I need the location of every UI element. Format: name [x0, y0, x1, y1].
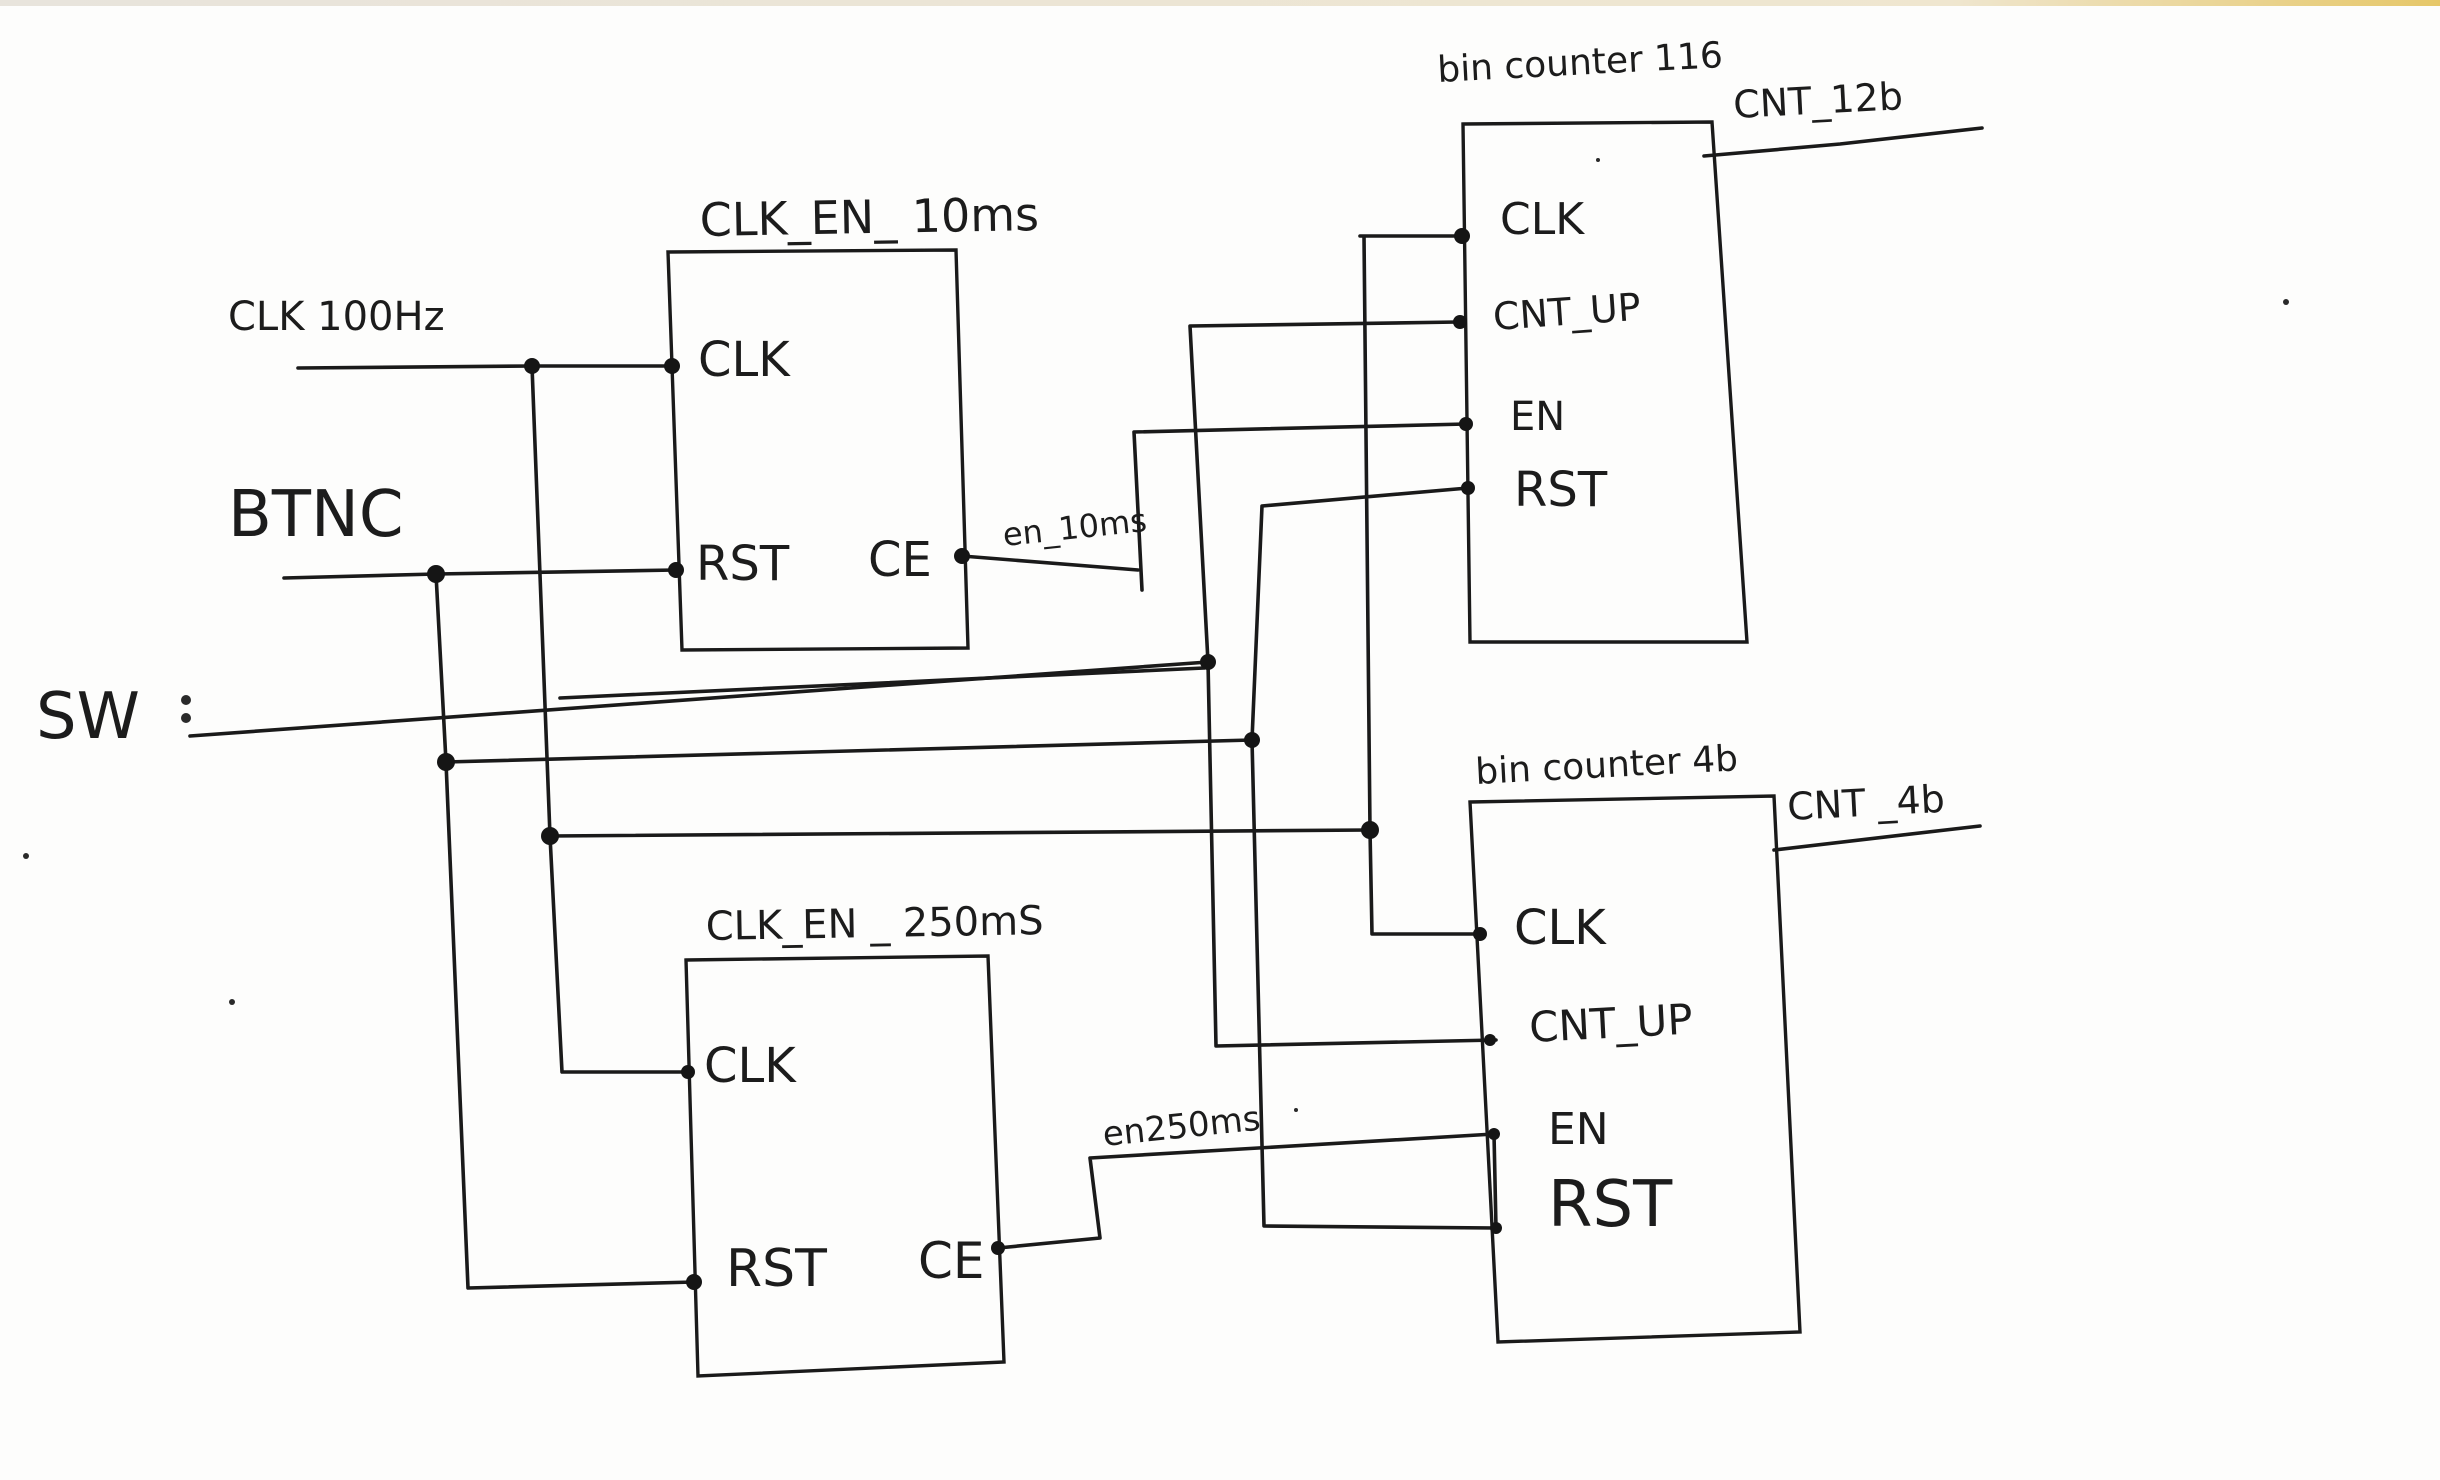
wire-clk-counter-bus: [1358, 234, 1482, 936]
junction-clk-split: [524, 358, 540, 374]
label-250ms-port-rst: RST: [726, 1239, 827, 1299]
wire-en-250ms: [996, 1132, 1496, 1250]
wire-btnc-input: [282, 568, 678, 580]
label-12b-port-cnt-up: CNT_UP: [1492, 285, 1643, 339]
block-bin-counter-4b-outline: [1468, 794, 1802, 1344]
pen-specks: [23, 158, 2289, 1112]
port-dot-250ms-clk: [681, 1065, 695, 1079]
junction-rst-bus: [1244, 732, 1260, 748]
label-250ms-port-clk: CLK: [704, 1038, 797, 1094]
junctions: [427, 228, 1502, 1290]
label-sw-input: SW: [36, 680, 140, 754]
wire-clk-input: [296, 364, 674, 370]
wire-cnt-4b-output: [1772, 824, 1982, 852]
label-12b-port-rst: RST: [1514, 462, 1608, 518]
block-bin-counter-4b: [1468, 794, 1802, 1344]
junction-btnc-split: [427, 565, 445, 583]
label-10ms-port-ce: CE: [868, 532, 932, 588]
label-btnc-input: BTNC: [228, 478, 404, 552]
label-4b-port-cnt-up: CNT_UP: [1528, 994, 1694, 1051]
label-12b-port-clk: CLK: [1500, 194, 1585, 245]
wire-rst-trunk-vertical: [434, 572, 696, 1290]
wire-rst-to-counters: [444, 738, 1254, 764]
junction-clk-bus: [1361, 821, 1379, 839]
port-dot-4b-clk: [1473, 927, 1487, 941]
junction-clk: [541, 827, 559, 845]
label-10ms-port-rst: RST: [696, 536, 790, 592]
label-signal-en-250ms: en250ms: [1101, 1099, 1263, 1155]
wire-en-10ms: [960, 422, 1468, 592]
junction-sw: [1200, 654, 1216, 670]
port-dot-10ms-clk: [664, 358, 680, 374]
label-4b-port-rst: RST: [1548, 1168, 1673, 1242]
speck: [1294, 1108, 1298, 1112]
port-dot-12b-rst: [1461, 481, 1475, 495]
port-dot-12b-clk: [1454, 228, 1470, 244]
label-output-cnt-4b: CNT _4b: [1786, 777, 1946, 829]
label-10ms-port-clk: CLK: [698, 332, 791, 388]
block-bin-counter-12b-outline: [1461, 120, 1749, 644]
port-dot-12b-cnt-up: [1453, 315, 1467, 329]
label-output-cnt-12b: CNT_12b: [1732, 74, 1904, 127]
port-dot-250ms-ce: [991, 1241, 1005, 1255]
speck: [2283, 299, 2289, 305]
port-dot-12b-en: [1459, 417, 1473, 431]
wire-clk-to-counters: [548, 828, 1372, 838]
port-dot-250ms-rst: [686, 1274, 702, 1290]
label-4b-port-clk: CLK: [1514, 900, 1607, 956]
speck: [181, 713, 191, 723]
port-dot-10ms-ce: [954, 548, 970, 564]
block-clk-en-10ms-outline: [666, 248, 970, 652]
block-clk-en-10ms: [666, 248, 970, 652]
wire-cnt-12b-output: [1702, 126, 1984, 158]
junction-rst: [437, 753, 455, 771]
speck: [229, 999, 235, 1005]
speck: [1596, 158, 1600, 162]
wire-sw-input: [188, 660, 1210, 738]
wire-clk-trunk-vertical: [530, 364, 690, 1074]
wire-sw-extra-stroke: [558, 666, 1206, 700]
label-12b-port-en: EN: [1510, 394, 1565, 440]
block-bin-counter-12b: [1461, 120, 1749, 644]
port-dot-4b-rst: [1490, 1222, 1502, 1234]
label-clk-en-250ms-title: CLK_EN _ 250mS: [705, 898, 1044, 950]
paper-top-edge: [0, 0, 2440, 6]
label-clk-input: CLK 100Hz: [228, 294, 445, 340]
label-signal-en-10ms: en_10ms: [1001, 501, 1149, 554]
block-clk-en-250ms-outline: [684, 954, 1006, 1378]
wire-rst-counter-bus: [1250, 486, 1498, 1230]
label-250ms-port-ce: CE: [918, 1232, 985, 1290]
label-clk-en-10ms-title: CLK_EN_ 10ms: [699, 187, 1039, 247]
wire-en-250ms-drop: [1492, 1132, 1498, 1230]
label-bin-counter-4b-title: bin counter 4b: [1474, 738, 1739, 793]
speck: [181, 695, 191, 705]
port-dot-10ms-rst: [668, 562, 684, 578]
label-bin-counter-12b-title: bin counter 116: [1436, 35, 1724, 91]
label-4b-port-en: EN: [1548, 1104, 1609, 1155]
port-dot-4b-en: [1488, 1128, 1500, 1140]
port-dot-4b-cnt-up: [1484, 1034, 1496, 1046]
speck: [23, 853, 29, 859]
block-clk-en-250ms: [684, 954, 1006, 1378]
